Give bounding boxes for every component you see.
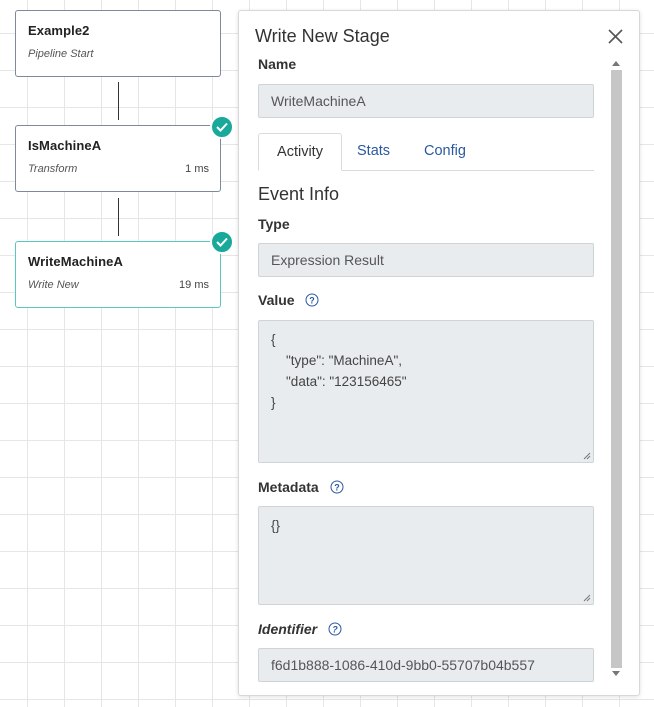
value-label: Value ? <box>258 292 319 308</box>
pipeline-node-writemachinea[interactable]: WriteMachineA Write New 19 ms <box>15 241 221 308</box>
value-text: { "type": "MachineA", "data": "123156465… <box>271 332 407 410</box>
node-connector <box>118 198 119 236</box>
resize-handle-icon[interactable] <box>583 452 591 460</box>
panel-title: Write New Stage <box>255 26 390 46</box>
pipeline-node-example2[interactable]: Example2 Pipeline Start <box>15 10 221 77</box>
name-field[interactable]: WriteMachineA <box>258 84 594 118</box>
identifier-field[interactable]: f6d1b888-1086-410d-9bb0-55707b04b557 <box>258 648 594 682</box>
check-circle-icon <box>210 115 234 139</box>
close-button[interactable] <box>605 26 627 48</box>
close-icon <box>608 29 623 44</box>
node-name: IsMachineA <box>28 138 102 153</box>
scrollbar-thumb[interactable] <box>611 70 622 668</box>
node-type: Write New <box>28 279 79 291</box>
tab-activity[interactable]: Activity <box>258 133 342 171</box>
help-circle-icon[interactable]: ? <box>328 622 342 636</box>
svg-text:?: ? <box>332 624 338 634</box>
node-name: Example2 <box>28 23 90 38</box>
node-type: Transform <box>28 163 78 175</box>
svg-text:?: ? <box>334 482 340 492</box>
node-time: 1 ms <box>185 163 209 175</box>
identifier-label-text: Identifier <box>258 621 318 637</box>
value-label-text: Value <box>258 292 295 308</box>
metadata-label: Metadata ? <box>258 479 344 495</box>
tab-bar: Activity Stats Config <box>258 133 594 171</box>
metadata-label-text: Metadata <box>258 479 319 495</box>
metadata-text: {} <box>271 518 281 533</box>
help-circle-icon[interactable]: ? <box>330 480 344 494</box>
name-label: Name <box>258 56 297 72</box>
panel-scrollbar[interactable] <box>609 56 623 682</box>
node-connector <box>118 82 119 120</box>
check-circle-icon <box>210 230 234 254</box>
node-name: WriteMachineA <box>28 254 123 269</box>
resize-handle-icon[interactable] <box>583 594 591 602</box>
node-time: 19 ms <box>179 279 209 291</box>
value-textarea[interactable]: { "type": "MachineA", "data": "123156465… <box>258 320 594 463</box>
tab-stats[interactable]: Stats <box>357 143 391 159</box>
svg-text:?: ? <box>310 295 316 305</box>
scroll-up-arrow-icon[interactable] <box>612 61 620 66</box>
stage-detail-panel: Write New Stage Name WriteMachineA Activ… <box>238 10 640 696</box>
tab-config[interactable]: Config <box>424 143 466 159</box>
type-label: Type <box>258 216 290 232</box>
help-circle-icon[interactable]: ? <box>305 293 319 307</box>
section-title: Event Info <box>258 184 340 204</box>
pipeline-node-ismachinea[interactable]: IsMachineA Transform 1 ms <box>15 125 221 192</box>
type-field[interactable]: Expression Result <box>258 243 594 277</box>
node-type: Pipeline Start <box>28 48 94 60</box>
scroll-down-arrow-icon[interactable] <box>612 671 620 676</box>
metadata-textarea[interactable]: {} <box>258 506 594 605</box>
identifier-label: Identifier ? <box>258 621 342 637</box>
